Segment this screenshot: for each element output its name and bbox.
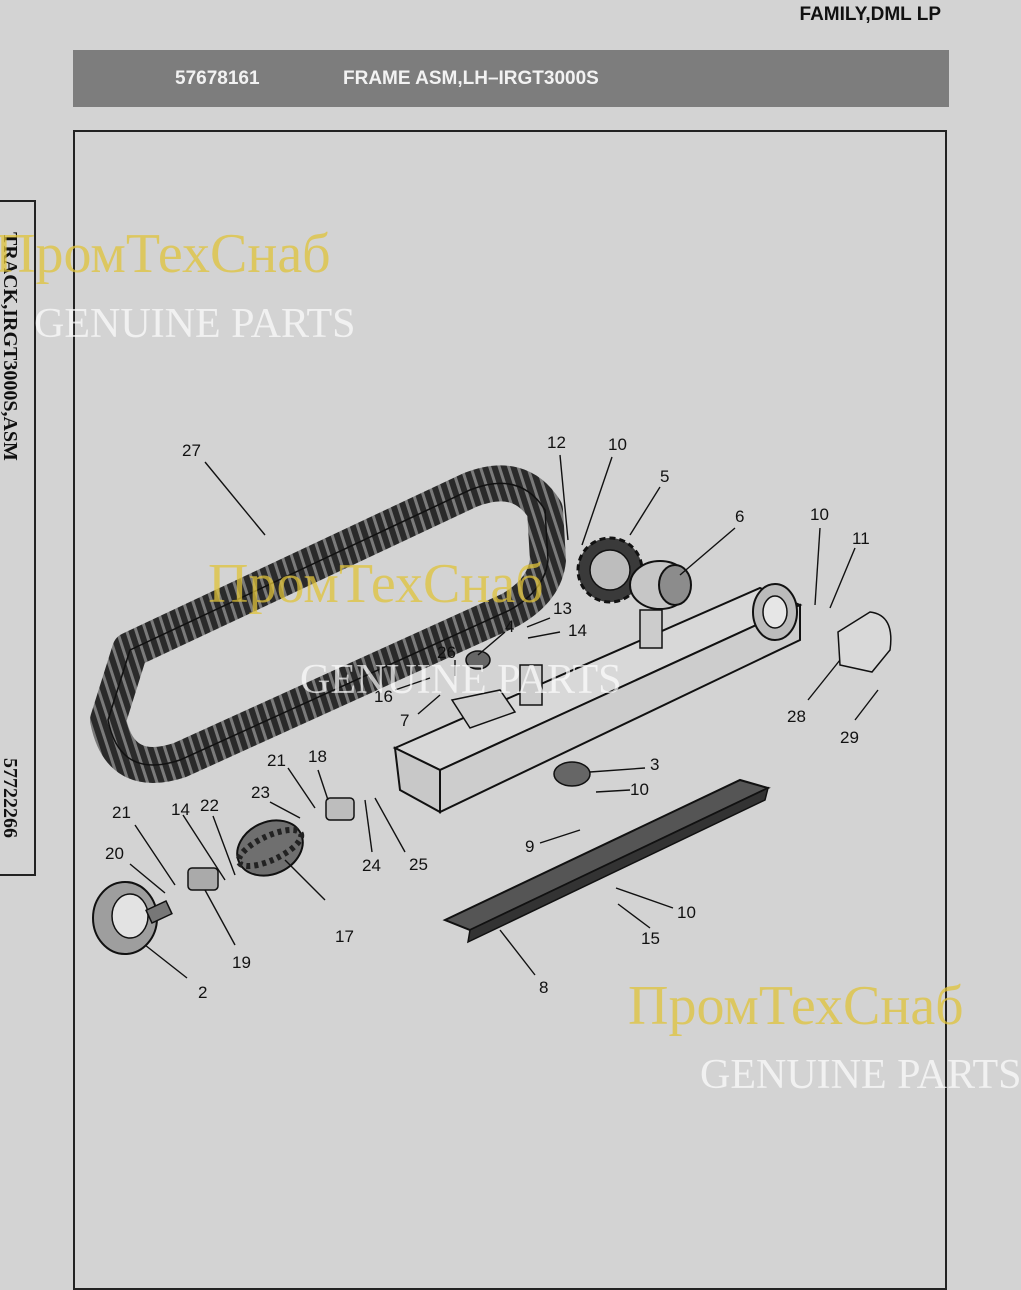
title-bar: 57678161 FRAME ASM,LH–IRGT3000S <box>73 50 949 107</box>
callout-14: 14 <box>568 621 587 640</box>
watermarks: ПромТехСнаб GENUINE PARTS ПромТехСнаб GE… <box>0 223 1021 1098</box>
watermark-brand: ПромТехСнаб <box>208 553 544 615</box>
callout-25: 25 <box>409 855 428 874</box>
callout-21: 21 <box>267 751 286 770</box>
callout-11: 11 <box>852 529 870 548</box>
callout-15: 15 <box>641 929 660 948</box>
pivot-tube <box>450 689 517 729</box>
leader-lines <box>129 454 879 979</box>
callout-12: 12 <box>547 433 566 452</box>
family-label: FAMILY,DML LP <box>799 4 941 25</box>
callout-3: 3 <box>650 755 659 774</box>
watermark-tagline: GENUINE PARTS <box>300 657 621 703</box>
callout-4: 4 <box>505 617 514 636</box>
callout-13: 13 <box>553 599 572 618</box>
fitting <box>553 761 591 787</box>
callout-18: 18 <box>308 747 327 766</box>
roller-rail <box>442 778 771 944</box>
callout-17: 17 <box>335 927 354 946</box>
callout-22: 22 <box>200 796 219 815</box>
callout-10: 10 <box>677 903 696 922</box>
part-number: 57678161 <box>175 68 260 89</box>
callout-23: 23 <box>251 783 270 802</box>
callout-21: 21 <box>112 803 131 822</box>
callout-28: 28 <box>787 707 806 726</box>
callout-10: 10 <box>608 435 627 454</box>
callout-6: 6 <box>735 507 744 526</box>
track-belt <box>90 465 566 783</box>
callout-2: 2 <box>198 983 207 1002</box>
cylinder-cap <box>325 797 355 821</box>
drive-motor <box>629 560 692 610</box>
callout-29: 29 <box>840 728 859 747</box>
callout-7: 7 <box>400 711 409 730</box>
callout-8: 8 <box>539 978 548 997</box>
callout-20: 20 <box>105 844 124 863</box>
callout-10: 10 <box>630 780 649 799</box>
idler-wheel <box>92 881 173 955</box>
watermark-tagline: GENUINE PARTS <box>700 1052 1021 1098</box>
side-title: TRACK,IRGT3000S,ASM <box>0 232 21 461</box>
yoke-block <box>187 867 219 891</box>
callout-labels: 27 12 10 5 6 10 11 13 14 4 26 16 7 28 29… <box>105 433 870 1002</box>
drive-sprocket <box>576 536 644 604</box>
callout-19: 19 <box>232 953 251 972</box>
callout-24: 24 <box>362 856 381 875</box>
watermark-brand: ПромТехСнаб <box>628 975 964 1037</box>
side-title-box <box>0 200 36 876</box>
part-description: FRAME ASM,LH–IRGT3000S <box>343 68 599 89</box>
callout-27: 27 <box>182 441 201 460</box>
callout-9: 9 <box>525 837 534 856</box>
callout-5: 5 <box>660 467 669 486</box>
callout-26: 26 <box>437 643 456 662</box>
callout-14: 14 <box>171 800 190 819</box>
callout-16: 16 <box>374 687 393 706</box>
callout-10: 10 <box>810 505 829 524</box>
side-number: 57722266 <box>0 758 21 838</box>
watermark-brand: ПромТехСнаб <box>0 223 331 285</box>
bushing <box>465 650 491 670</box>
cover-plate <box>837 611 892 673</box>
watermark-tagline: GENUINE PARTS <box>34 301 355 347</box>
frame-beam <box>392 583 803 814</box>
